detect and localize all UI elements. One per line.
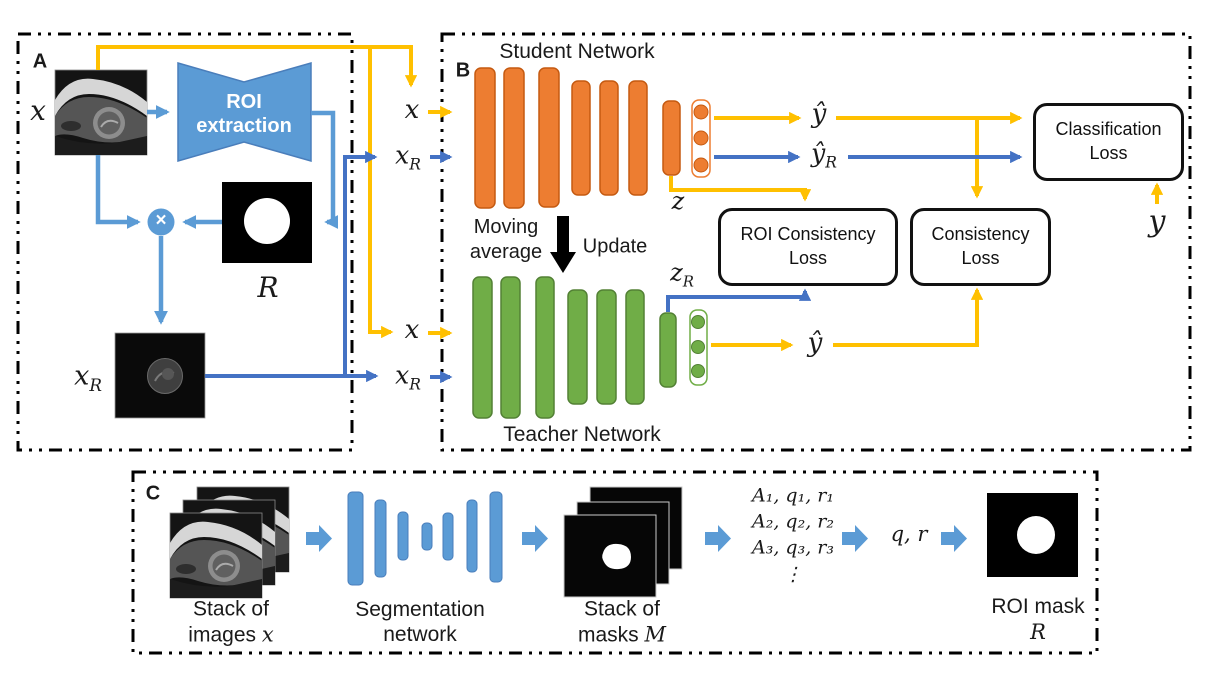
panel-c-border bbox=[131, 470, 1099, 655]
panel-b-border bbox=[440, 32, 1192, 452]
panel-b-label: B bbox=[455, 59, 471, 82]
stack-masks-caption: Stack of masks M bbox=[577, 597, 667, 647]
stack-of-masks bbox=[563, 486, 683, 598]
classification-loss-box: Classification Loss bbox=[1033, 103, 1184, 181]
blue-flow-lines bbox=[205, 150, 1023, 384]
xr-label: xR bbox=[74, 360, 102, 396]
update-arrow-icon bbox=[550, 216, 576, 273]
teacher-output-vector bbox=[689, 309, 708, 386]
teacher-yhat-label: ŷ bbox=[807, 328, 823, 359]
block-arrow-icon-2 bbox=[522, 525, 548, 552]
student-input-xr-label: xR bbox=[395, 140, 421, 174]
student-network-title: Student Network bbox=[499, 39, 655, 63]
student-output-vector bbox=[691, 99, 711, 178]
roi-extraction-label: ROI extraction bbox=[196, 91, 292, 137]
block-arrow-icon-5 bbox=[941, 525, 967, 552]
panel-c-label: C bbox=[145, 482, 161, 505]
masked-image-xr bbox=[114, 332, 206, 419]
roi-extraction-network bbox=[177, 62, 312, 162]
student-input-x-label: x bbox=[404, 95, 420, 126]
panel-a-border bbox=[16, 32, 354, 452]
r-label: R bbox=[257, 270, 279, 304]
segmentation-caption: Segmentation network bbox=[355, 598, 485, 646]
roi-mask-caption: ROI mask R bbox=[991, 595, 1085, 644]
block-arrow-icon-3 bbox=[705, 525, 731, 552]
qr-label: q, r bbox=[890, 521, 928, 546]
student-network-bars bbox=[474, 67, 681, 209]
student-yhat-r-label: ŷR bbox=[811, 138, 837, 172]
multiply-icon bbox=[147, 208, 175, 236]
panel-a-label: A bbox=[32, 50, 48, 73]
z-label: z bbox=[671, 187, 685, 216]
roi-mask-result-image bbox=[987, 493, 1078, 577]
zr-label: zR bbox=[670, 258, 694, 291]
y-label: y bbox=[1148, 203, 1166, 239]
teacher-input-xr-label: xR bbox=[395, 360, 421, 394]
teacher-network-bars bbox=[472, 276, 677, 419]
teacher-input-x-label: x bbox=[404, 315, 420, 346]
stack-images-caption: Stack of images x bbox=[188, 597, 274, 647]
roi-consistency-loss-box: ROI Consistency Loss bbox=[718, 208, 898, 286]
update-label: Update bbox=[582, 235, 648, 258]
consistency-loss-box: Consistency Loss bbox=[910, 208, 1051, 286]
mask-statistics-list: A₁, q₁, r₁ A₂, q₂, r₂ A₃, q₃, r₃ ⋮ bbox=[752, 484, 834, 586]
input-image-x bbox=[54, 69, 148, 156]
moving-average-label: Moving average bbox=[469, 216, 543, 263]
yellow-flow-lines bbox=[96, 45, 1164, 352]
x-label: x bbox=[30, 93, 46, 127]
block-arrow-icon-1 bbox=[306, 525, 332, 552]
block-arrow-icon-4 bbox=[842, 525, 868, 552]
segmentation-network-bars bbox=[347, 491, 503, 586]
multiply-symbol: × bbox=[155, 210, 167, 232]
student-yhat-label: ŷ bbox=[811, 99, 827, 130]
stack-of-images bbox=[169, 486, 290, 599]
panel-a-flow-lines bbox=[95, 105, 339, 325]
teacher-network-title: Teacher Network bbox=[503, 422, 661, 446]
roi-mask-r-image bbox=[222, 182, 312, 263]
